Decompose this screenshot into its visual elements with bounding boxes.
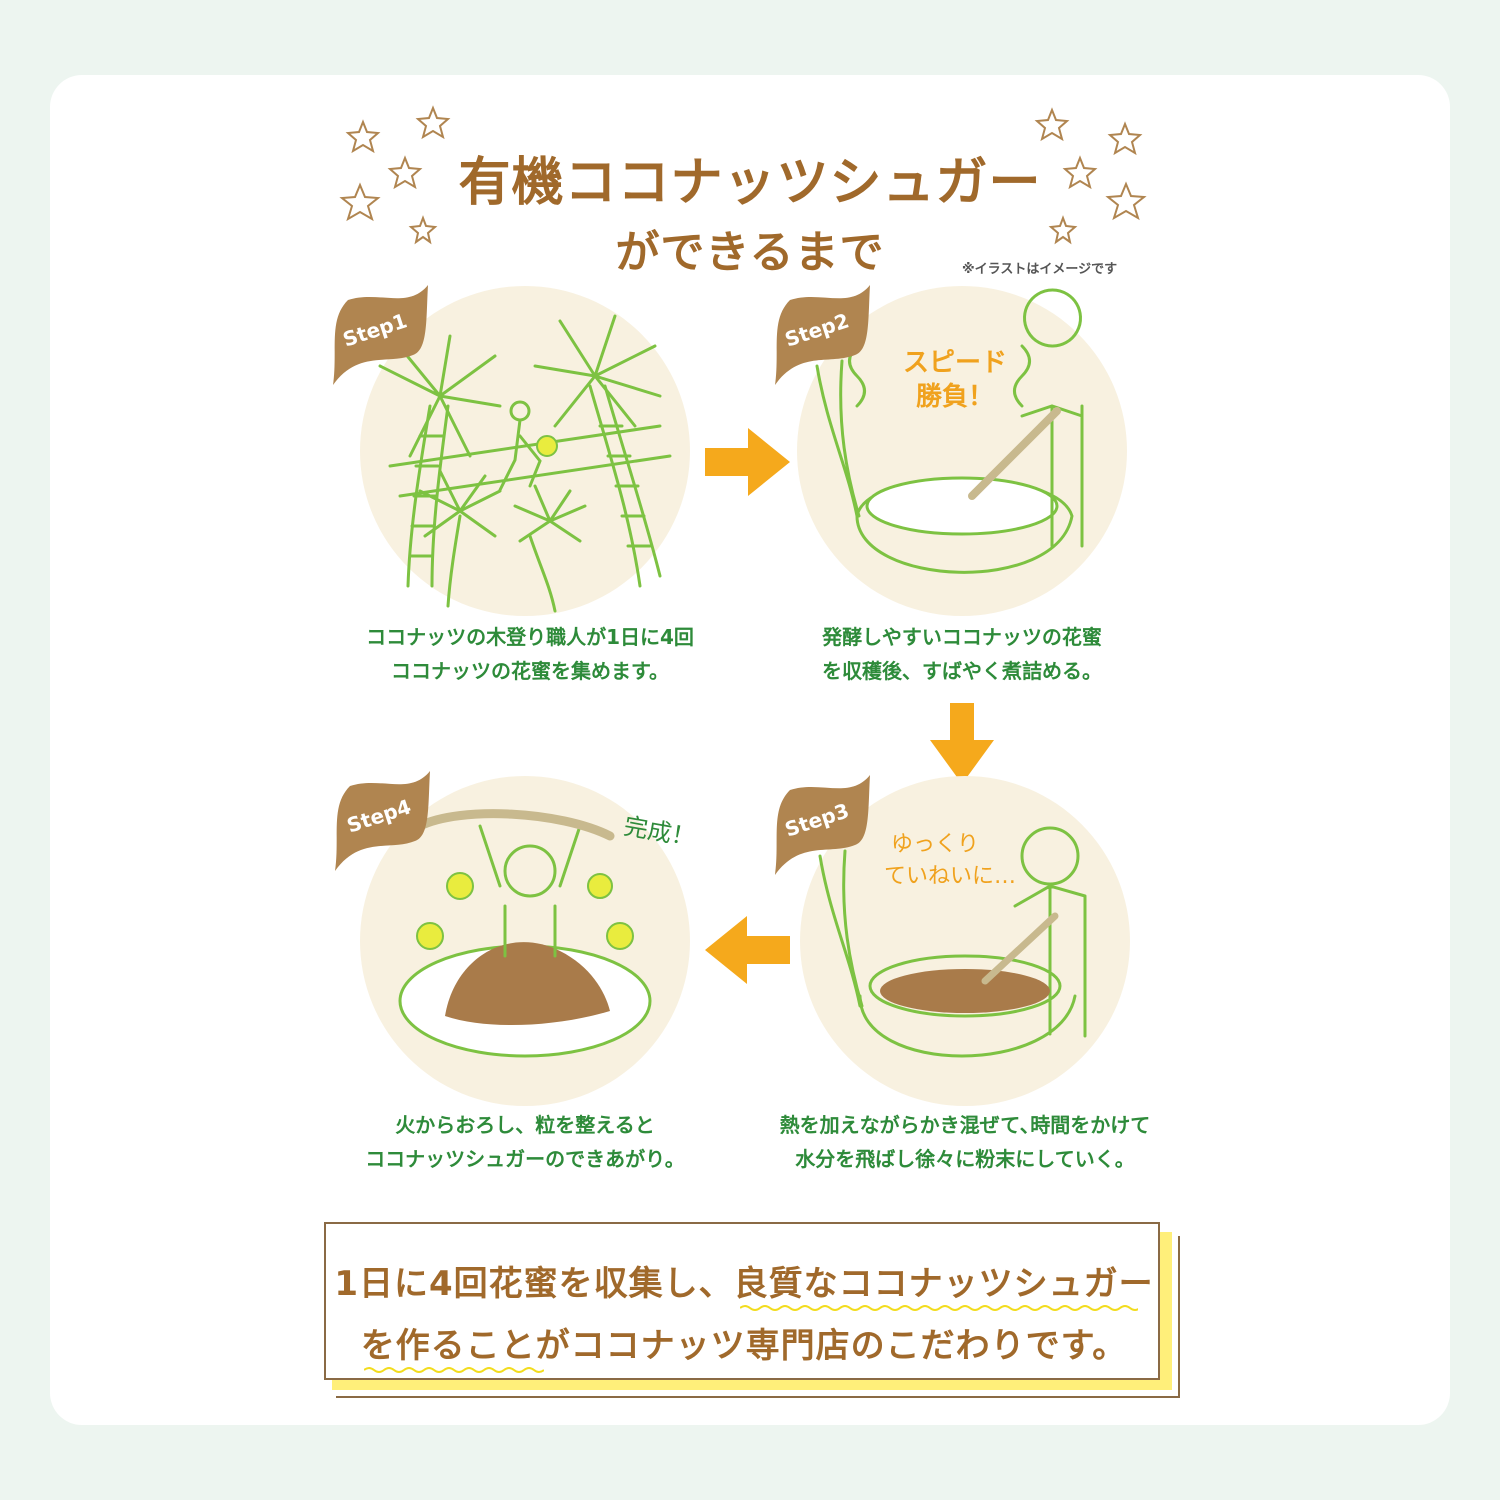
step3-speech-line2: ていねいに… xyxy=(883,864,1016,889)
page-subtitle: ができるまで xyxy=(615,227,885,278)
stars-decoration-right xyxy=(1034,107,1147,245)
boiling-bowl-illustration xyxy=(815,288,1084,574)
step4-illustration xyxy=(360,776,690,1106)
arrow-left-icon xyxy=(705,916,790,984)
arrow-down-icon xyxy=(930,703,994,784)
palm-trees-illustration xyxy=(378,314,672,613)
step4-flag: Step4 xyxy=(330,766,460,871)
highlight-underline xyxy=(740,1305,1138,1311)
step2-flag: Step2 xyxy=(770,280,900,385)
page-title: 有機ココナッツシュガー xyxy=(458,153,1042,213)
message-line1: 1日に4回花蜜を収集し、良質なココナッツシュガー xyxy=(334,1264,1154,1304)
step2-caption-line2: を収穫後、すばやく煮詰める。 xyxy=(822,659,1102,683)
step2-illustration xyxy=(797,286,1127,616)
arrow-right-icon xyxy=(705,428,790,496)
stirring-bowl-illustration xyxy=(818,826,1087,1058)
step1-caption-line1: ココナッツの木登り職人が1日に4回 xyxy=(366,625,694,649)
step4-caption-line1: 火からおろし、粒を整えると xyxy=(395,1113,655,1137)
message-box-outline xyxy=(336,1236,1180,1398)
step3-caption-line1: 熱を加えながらかき混ぜて､時間をかけて xyxy=(779,1113,1151,1137)
step3-speech-line1: ゆっくり xyxy=(890,832,979,857)
step4-caption-line2: ココナッツシュガーのできあがり。 xyxy=(365,1147,685,1171)
step3-flag: Step3 xyxy=(770,770,900,875)
content-card xyxy=(50,75,1450,1425)
step2-caption-line1: 発酵しやすいココナッツの花蜜 xyxy=(822,625,1102,649)
finished-sugar-illustration xyxy=(398,809,652,1058)
message-line2: を作ることがココナッツ専門店のこだわりです。 xyxy=(360,1326,1128,1366)
step2-speech-line1: スピード xyxy=(902,348,1007,378)
step2-speech-line2: 勝負！ xyxy=(915,382,994,412)
step3-caption-line2: 水分を飛ばし徐々に粉末にしていく。 xyxy=(795,1147,1135,1171)
stars-decoration-left xyxy=(339,105,451,245)
highlight-underline xyxy=(364,1367,544,1373)
illustration-note: ※イラストはイメージです xyxy=(962,262,1118,277)
step1-caption-line2: ココナッツの花蜜を集めます。 xyxy=(391,659,669,683)
message-box: 1日に4回花蜜を収集し、良質なココナッツシュガー を作ることがココナッツ専門店の… xyxy=(324,1222,1160,1380)
step1-flag: Step1 xyxy=(328,280,458,385)
